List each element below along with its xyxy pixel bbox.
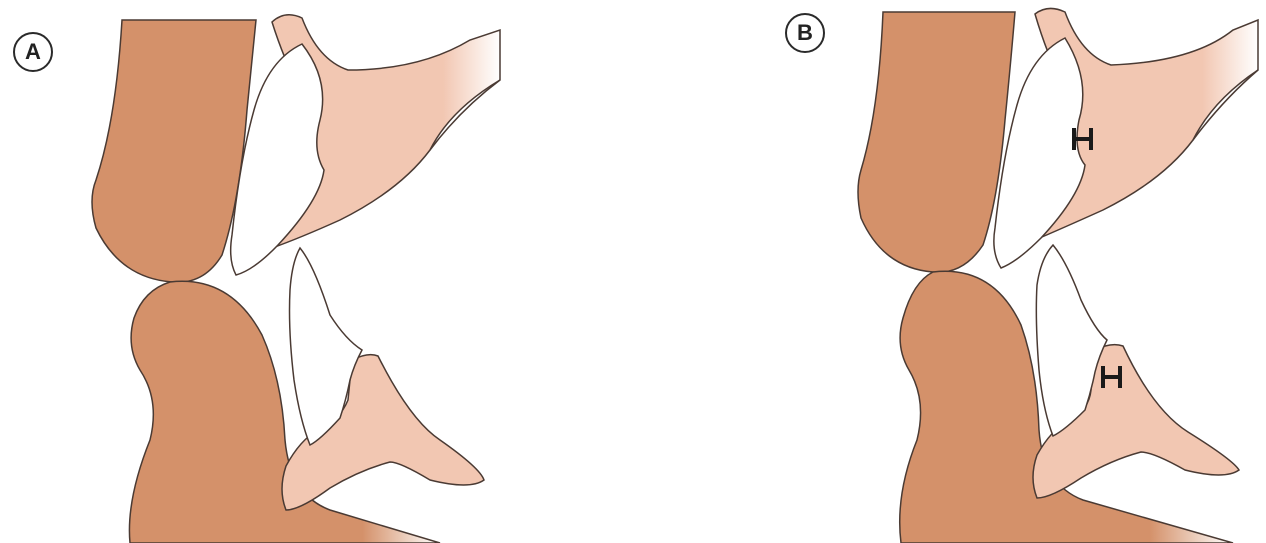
panel-a-illustration [0,0,633,543]
upper-lip [858,12,1015,272]
panel-a-label: A [13,32,53,72]
panel-b-label: B [785,13,825,53]
panel-a: A [0,0,633,543]
panel-b-illustration [633,0,1266,543]
panel-b: B [633,0,1266,543]
